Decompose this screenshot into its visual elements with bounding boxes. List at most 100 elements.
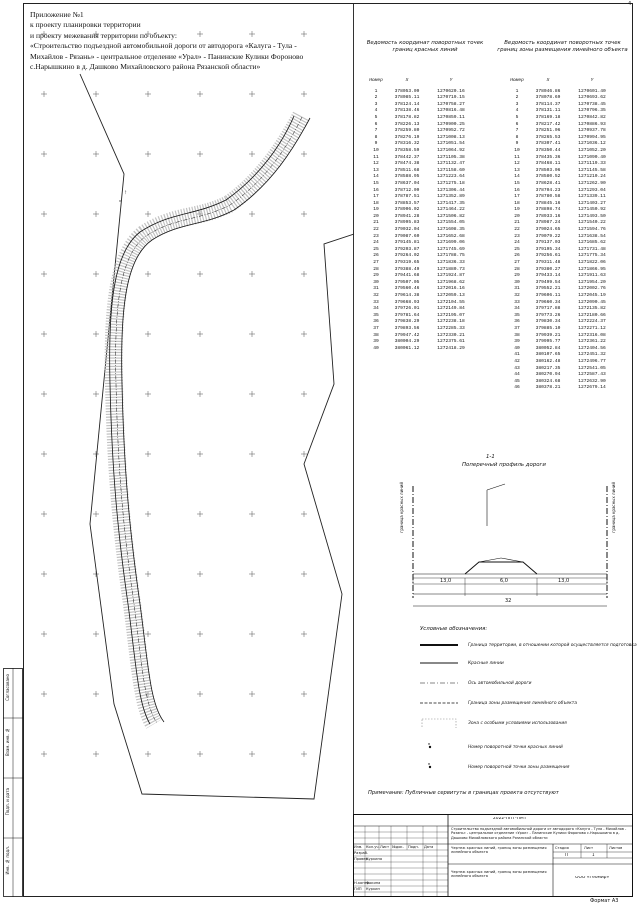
heading-line: Приложение №1 <box>30 10 84 19</box>
table-cell: 1272361.22 <box>578 339 606 345</box>
table-cell: 31 <box>373 286 379 292</box>
table-cell: 379717.88 <box>535 306 561 312</box>
sheet-title: Чертеж красных линий, границ зоны размещ… <box>451 846 547 855</box>
table-cell: 21 <box>373 220 379 226</box>
table-cell: 379145.81 <box>394 240 420 246</box>
table-cell: 18 <box>514 200 520 206</box>
sheet-frame <box>23 3 633 897</box>
redline-outer-right <box>121 117 311 723</box>
table-cell: 379660.34 <box>535 299 561 305</box>
table-cell: 379380.27 <box>535 266 561 272</box>
legend-item: Зона с особыми условиями использования <box>420 718 567 728</box>
table-cell: 45 <box>514 378 520 384</box>
table-cell: 1271036.12 <box>578 141 606 147</box>
table-cell: 31 <box>514 286 520 292</box>
table-cell: 378053.09 <box>394 88 420 94</box>
table-cell: 41 <box>514 352 520 358</box>
table-cell: 1271352.89 <box>437 194 465 200</box>
table-cell: 1271608.35 <box>437 227 465 233</box>
organization: ООО «Геомир» <box>575 876 610 880</box>
dim-left: 13,0 <box>440 578 452 584</box>
stage-header: Листов <box>609 846 623 850</box>
right-redline-caption: граница красных линий <box>611 482 616 533</box>
person-name: Куркина <box>366 857 383 861</box>
table-cell: 26 <box>373 253 379 259</box>
rev-header: Изм. <box>354 845 363 849</box>
role: Н.контр. <box>354 881 371 885</box>
heading-line: и проекту межевания территории по объект… <box>30 30 177 40</box>
project-boundary <box>79 73 354 800</box>
table-cell: 43 <box>514 365 520 371</box>
table-cell: 379507.05 <box>394 279 420 285</box>
table-cell: 378307.41 <box>535 141 561 147</box>
table-cell: 378251.06 <box>535 128 561 134</box>
table-cell: 1270994.95 <box>578 134 606 140</box>
table-cell: 379995.77 <box>535 339 561 345</box>
header-cell: X <box>405 78 409 83</box>
table-cell: 1271554.05 <box>437 220 465 226</box>
grid-crosses <box>41 31 307 757</box>
table-cell: 379781.64 <box>394 312 420 318</box>
table-cell: 27 <box>514 260 520 266</box>
table-cell: 378474.38 <box>394 161 420 167</box>
table-cell: 380270.94 <box>535 372 561 378</box>
rev-header: Лист <box>380 845 390 849</box>
header-cell: Y <box>449 78 453 83</box>
right-table-title-line: Ведомость координат поворотных точек <box>504 40 621 46</box>
table-cell: 36 <box>373 319 379 325</box>
table-cell: 379939.21 <box>535 332 561 338</box>
table-cell: 39 <box>514 339 520 345</box>
stamp-code: 2022-ППТ-ПМТ <box>493 817 527 821</box>
table-cell: 15 <box>373 180 379 186</box>
table-cell: 378503.06 <box>535 167 561 173</box>
table-cell: 11 <box>514 154 520 160</box>
table-cell: 1272632.90 <box>578 378 606 384</box>
legend-symbol <box>420 682 458 684</box>
table-cell: 7 <box>515 128 519 134</box>
table-cell: 1271417.35 <box>437 200 465 206</box>
table-cell: 378046.86 <box>535 88 561 94</box>
svg-text:↑: ↑ <box>124 190 127 196</box>
table-cell: 1272149.84 <box>437 306 465 312</box>
table-cell: 1270693.62 <box>578 95 606 101</box>
table-cell: 379441.68 <box>394 273 420 279</box>
table-cell: 24 <box>514 240 520 246</box>
left-redline-caption: граница красных линий <box>399 482 404 533</box>
table-cell: 33 <box>373 299 379 305</box>
legend-item: Граница территории, в отношении которой … <box>420 640 637 650</box>
table-cell: 1271836.33 <box>437 260 465 266</box>
table-cell: 15 <box>514 180 520 186</box>
table-cell: 379319.65 <box>394 260 420 266</box>
stage-header: Лист <box>584 846 594 850</box>
table-cell: 30 <box>373 279 379 285</box>
table-cell: 23 <box>373 233 379 239</box>
role: ГИП <box>354 887 362 891</box>
side-stamp-label: Согласовано <box>5 674 10 701</box>
table-cell: 1271403.27 <box>578 200 606 206</box>
table-cell: 1271594.76 <box>578 227 606 233</box>
table-cell: 32 <box>514 293 520 298</box>
